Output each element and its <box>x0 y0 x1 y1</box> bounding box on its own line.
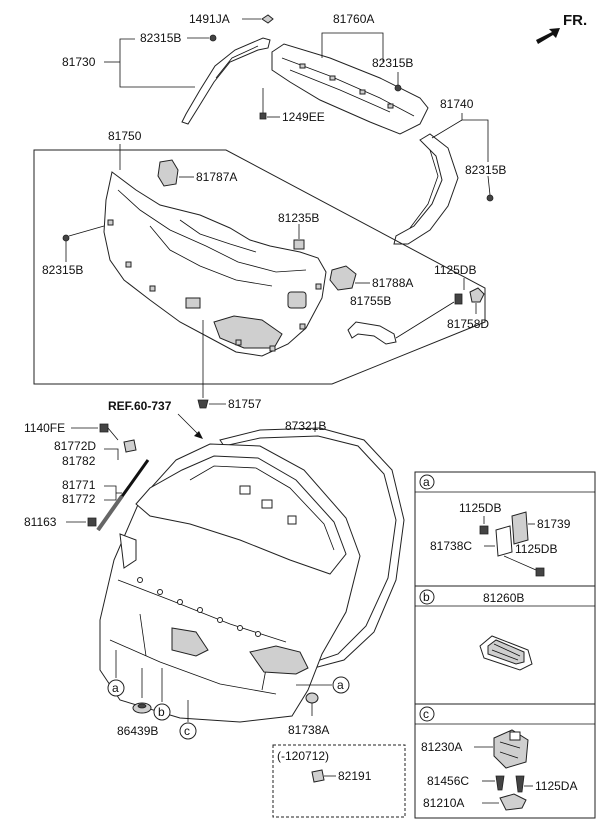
label-82315b-left: 82315B <box>42 263 83 277</box>
callout-c <box>179 722 197 740</box>
clip-1491ja <box>261 14 274 24</box>
liftgate-glass-opening <box>135 455 347 575</box>
label-81787a: 81787A <box>196 170 237 184</box>
label-81230a: 81230A <box>421 740 462 754</box>
label-86439b: 86439B <box>117 724 158 738</box>
fastener-81757 <box>197 399 209 409</box>
bracket-81235b <box>293 239 305 250</box>
tail-lamp-recess <box>249 645 309 675</box>
dashed-box-120712 <box>272 744 406 818</box>
detail-b-letter: b <box>423 590 430 604</box>
callout-b <box>153 703 171 721</box>
trim-panel-lock-hole <box>287 291 307 309</box>
detail-a-circle <box>419 474 435 490</box>
cover-81787a <box>157 159 179 187</box>
callout-b-letter: b <box>158 705 165 719</box>
bolt-1125db <box>454 293 463 305</box>
callout-a-right-letter: a <box>337 678 344 692</box>
callout-a-right <box>332 676 350 694</box>
label-1125da: 1125DA <box>535 779 577 793</box>
label-1125db-detail-a-2: 1125DB <box>515 542 557 556</box>
label-ref-60-737: REF.60-737 <box>108 399 172 413</box>
label-82315b-top-left: 82315B <box>140 31 181 45</box>
label-82315b-right-pillar: 82315B <box>465 163 506 177</box>
label-81772: 81772 <box>62 492 96 506</box>
label-1125db-detail-a-1: 1125DB <box>459 501 501 515</box>
bolt-1125db-detail-a-1 <box>479 525 489 535</box>
label-81740: 81740 <box>440 97 474 111</box>
bolt-81163 <box>87 517 97 527</box>
label-1491ja: 1491JA <box>189 12 230 26</box>
ref-arrow-icon <box>194 431 203 439</box>
label-82191: 82191 <box>338 769 372 783</box>
bumper-81738a <box>305 692 319 704</box>
callout-a-left-letter: a <box>112 681 119 695</box>
label-81758d: 81758D <box>447 317 489 331</box>
label-1125db: 1125DB <box>434 263 476 277</box>
label-81788a: 81788A <box>372 276 413 290</box>
label-1249ee: 1249EE <box>282 110 325 124</box>
liftgate-rear-spoiler <box>119 533 137 569</box>
detail-c-letter: c <box>423 707 429 721</box>
trim-panel-clips <box>107 219 322 352</box>
label-87321b: 87321B <box>285 419 326 433</box>
upper-trim-clips <box>299 63 394 109</box>
bolt-1125db-detail-a-2 <box>535 567 545 577</box>
grip-handle-81755b <box>347 321 397 345</box>
label-81730: 81730 <box>62 55 96 69</box>
cover-81788a <box>329 265 357 291</box>
label-81163: 81163 <box>24 515 57 529</box>
label-81750: 81750 <box>108 129 142 143</box>
label-81260b: 81260B <box>483 591 524 605</box>
bolt-81456c <box>495 775 505 791</box>
front-direction-label: FR. <box>563 12 587 29</box>
clip-82315b-right-pillar <box>486 194 494 202</box>
front-direction-indicator: FR. <box>536 12 587 44</box>
bracket-81772d <box>123 439 137 453</box>
label-81771: 81771 <box>62 478 96 492</box>
label-81757: 81757 <box>228 397 262 411</box>
liftgate-holes <box>137 485 297 637</box>
label-1140fe: 1140FE <box>24 421 65 435</box>
label-81456c: 81456C <box>427 774 469 788</box>
striker-81210a <box>499 793 527 811</box>
screw-1249ee <box>259 112 267 120</box>
clip-82315b-upper-trim <box>394 84 402 92</box>
clip-82315b-top-left <box>209 34 217 42</box>
label-81760a: 81760A <box>333 12 374 26</box>
trim-panel-handle-recess <box>213 315 283 349</box>
pillar-trim-81730 <box>181 37 271 125</box>
liftgate-trim-panel-81750 <box>103 171 327 357</box>
detail-panel-c <box>414 703 596 819</box>
label-120712: (-120712) <box>277 749 329 763</box>
bracket-81738c <box>495 525 513 557</box>
callout-c-letter: c <box>184 724 190 738</box>
label-81738a: 81738A <box>288 723 329 737</box>
callout-a-left <box>107 679 125 697</box>
label-81755b: 81755B <box>350 294 391 308</box>
detail-a-letter: a <box>423 475 430 489</box>
bracket-81739 <box>511 511 529 545</box>
group-box-81750 <box>33 149 486 385</box>
bolt-1125da <box>515 775 525 793</box>
trim-panel-switch-hole <box>185 297 201 309</box>
bolt-1140fe <box>99 423 109 433</box>
label-81772d: 81772D <box>54 439 96 453</box>
label-81235b: 81235B <box>278 211 319 225</box>
detail-c-circle <box>419 706 435 722</box>
clip-82315b-left <box>62 234 70 242</box>
label-82315b-upper-trim: 82315B <box>372 56 413 70</box>
cap-82191 <box>311 769 325 783</box>
detail-b-circle <box>419 589 435 605</box>
cover-81758d <box>469 287 485 303</box>
front-arrow-icon <box>536 28 560 44</box>
label-81739: 81739 <box>537 517 571 531</box>
label-81738c: 81738C <box>430 539 472 553</box>
label-81782: 81782 <box>62 454 96 468</box>
pillar-trim-81740 <box>393 133 459 245</box>
license-plate-recess <box>171 627 209 657</box>
label-81210a: 81210A <box>423 796 464 810</box>
